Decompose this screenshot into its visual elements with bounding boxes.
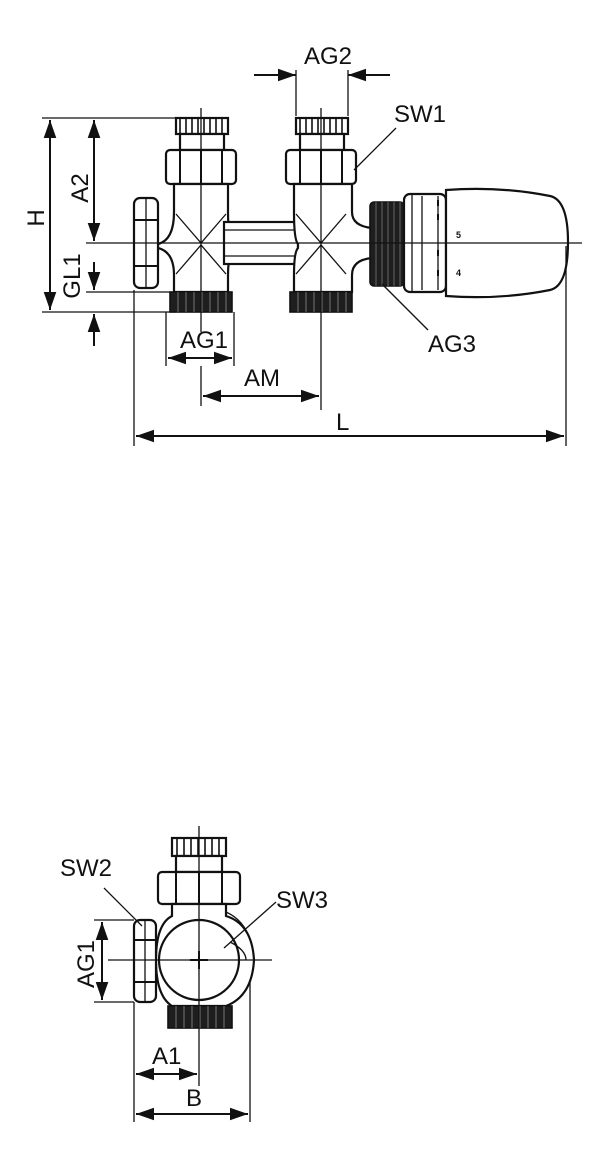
- dim-am: AM: [200, 365, 319, 406]
- label-b: B: [186, 1085, 202, 1112]
- side-view: SW2 SW3 AG1 A1 B: [60, 826, 328, 1122]
- dim-a2: A2: [67, 120, 101, 241]
- label-a2: A2: [67, 173, 94, 202]
- dim-b: B: [136, 980, 251, 1122]
- dim-ag1-top: AG1: [165, 312, 235, 366]
- thermostat-scale-5: 5: [456, 230, 461, 240]
- leader-sw2: SW2: [60, 855, 143, 927]
- right-valve-body: [292, 182, 374, 294]
- center-lines: [86, 108, 582, 410]
- label-ag2: AG2: [304, 43, 352, 70]
- side-valve-body: [154, 902, 256, 1008]
- dim-gl1: GL1: [59, 253, 170, 346]
- label-a1: A1: [152, 1043, 181, 1070]
- dim-h: H: [23, 117, 176, 313]
- side-bottom-thread: [167, 1005, 233, 1029]
- label-am: AM: [244, 365, 280, 392]
- leader-sw3: SW3: [223, 887, 328, 949]
- label-h: H: [23, 209, 50, 226]
- label-ag1-top: AG1: [180, 327, 228, 354]
- label-l: L: [336, 409, 349, 436]
- left-top-thread: [174, 116, 230, 152]
- dim-ag2: AG2: [254, 43, 390, 116]
- label-sw1: SW1: [394, 101, 446, 128]
- right-top-thread: [294, 116, 350, 152]
- label-gl1: GL1: [59, 253, 86, 298]
- leader-ag3: AG3: [381, 283, 476, 358]
- dim-a1: A1: [133, 1002, 197, 1122]
- front-view: 5 4 AG2 SW1 H: [23, 43, 582, 446]
- label-ag3: AG3: [428, 331, 476, 358]
- dim-ag1-side: AG1: [73, 919, 134, 1003]
- label-sw3: SW3: [276, 887, 328, 914]
- side-center-lines: [108, 826, 272, 1086]
- label-sw2: SW2: [60, 855, 112, 882]
- thermostat-scale-4: 4: [456, 268, 461, 278]
- label-ag1-side: AG1: [73, 940, 100, 988]
- leader-sw1: SW1: [353, 101, 446, 171]
- dim-l: L: [133, 246, 567, 446]
- side-left-nut: [132, 918, 158, 1004]
